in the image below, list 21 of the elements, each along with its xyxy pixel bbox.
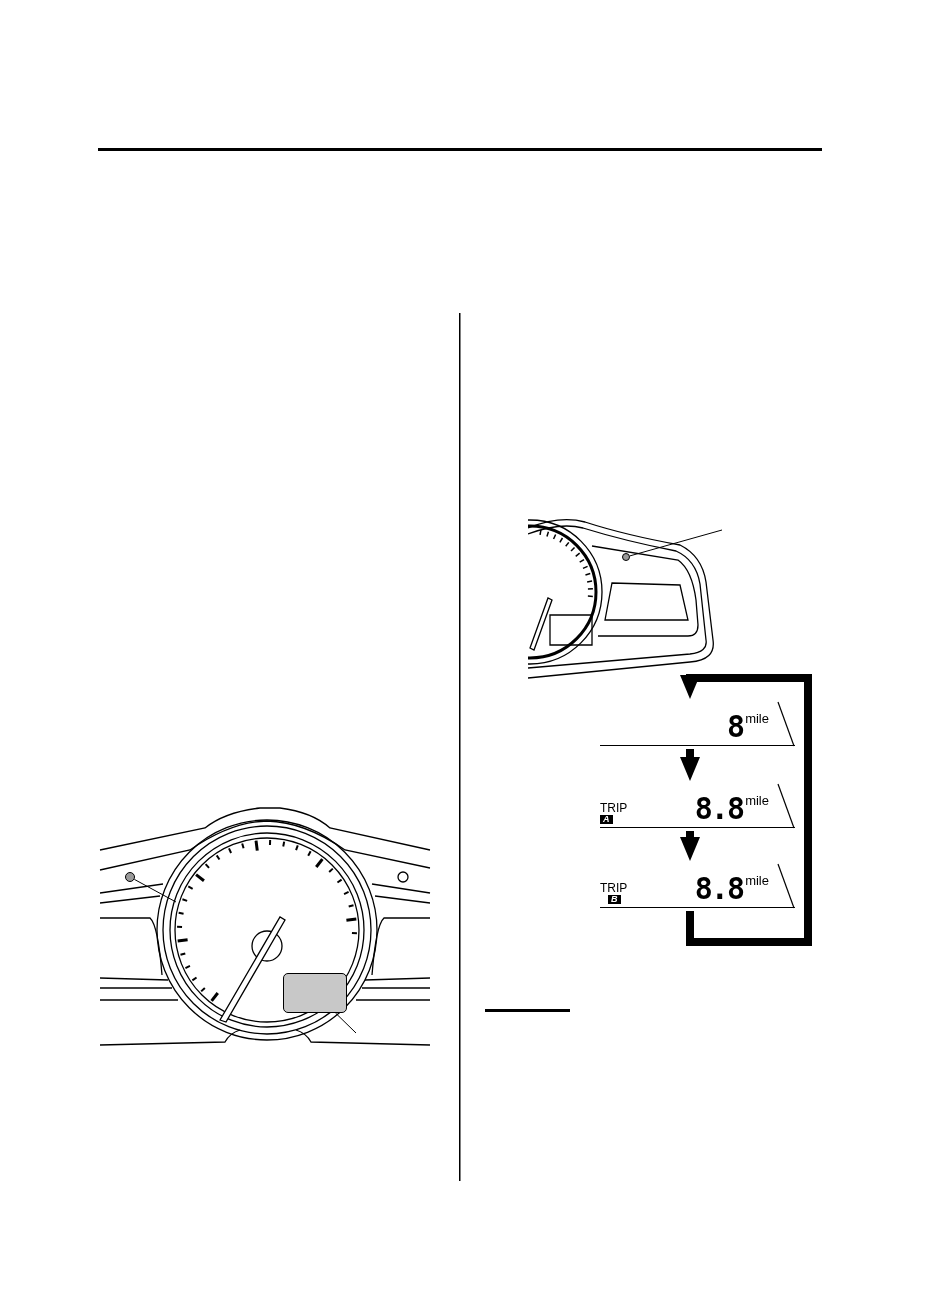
trip-badge: A — [600, 815, 613, 824]
odometer-digits: 8.8 — [694, 794, 743, 824]
trip-label: TRIP — [600, 802, 628, 814]
leader-line — [629, 529, 723, 557]
arrow — [680, 674, 812, 946]
trip-label: TRIP — [600, 882, 628, 894]
unit-label: mile — [745, 712, 769, 726]
display-panel — [600, 782, 795, 828]
display-panel — [600, 862, 795, 908]
leader-line — [133, 878, 177, 903]
indicator-light — [125, 872, 135, 882]
arrow — [680, 749, 700, 781]
odometer-digits: 8.8 — [694, 874, 743, 904]
odometer-digits: 8 — [726, 712, 743, 742]
display-panel — [600, 700, 795, 746]
trip-badge: B — [608, 895, 621, 904]
unit-label: mile — [745, 874, 769, 888]
indicator-light — [622, 553, 630, 561]
display-screen — [283, 973, 347, 1013]
unit-label: mile — [745, 794, 769, 808]
leader-line — [335, 1012, 357, 1034]
